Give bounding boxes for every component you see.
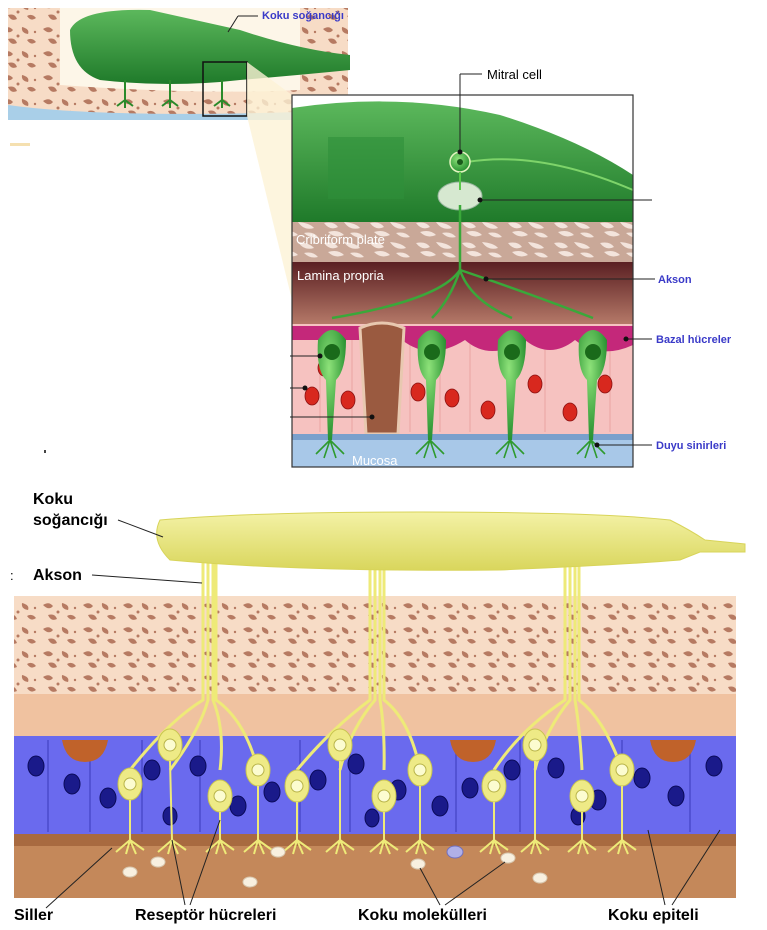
label-basal: Bazal hücreler (656, 334, 732, 346)
bulb-bottom (157, 512, 745, 570)
label-receptors: Reseptör hücreleri (135, 907, 276, 924)
svg-text::: : (10, 568, 14, 583)
label-cribriform: Cribriform plate (296, 232, 385, 247)
label-nerves: Duyu sinirleri (656, 440, 726, 452)
label-bulb-bottom-1: Koku (33, 491, 73, 508)
label-mitral: Mitral cell (487, 67, 542, 82)
label-bulb-bottom-2: soğancığı (33, 512, 108, 529)
label-molecules: Koku molekülleri (358, 907, 487, 924)
label-bulb-top: Koku soğancığı (262, 10, 344, 22)
label-axon-bottom: Akson (33, 567, 82, 584)
label-mucosa: Mucosa (352, 453, 398, 468)
label-cilia: Siller (14, 907, 53, 924)
detail-inset: Cribriform plate Lamina propria Mucosa (44, 67, 732, 468)
bottom-illustration: Koku soğancığı Akson : Siller Reseptör h… (10, 491, 745, 924)
label-epithelium: Koku epiteli (608, 907, 699, 924)
zoom-projection (247, 62, 292, 300)
label-lamina: Lamina propria (297, 268, 384, 283)
label-axon-top: Akson (658, 274, 692, 286)
